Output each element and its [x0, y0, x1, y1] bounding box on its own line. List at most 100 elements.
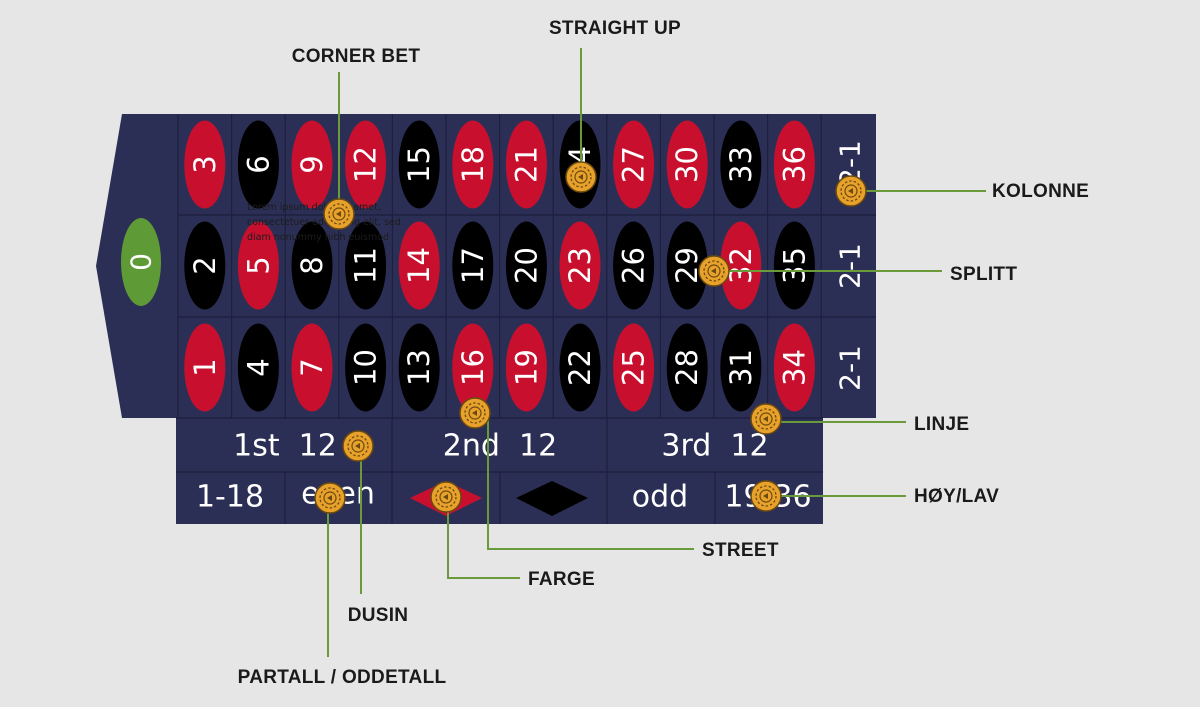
linje-label: LINJE	[914, 414, 969, 435]
farge-line	[447, 497, 520, 579]
number-pockets: 3691215182124273033362581114172023262932…	[184, 120, 815, 412]
street-label: STREET	[702, 540, 779, 561]
pocket-label: 21	[509, 146, 543, 183]
bet-chips	[314, 161, 867, 514]
corner-bet-label: CORNER BET	[292, 46, 421, 67]
pocket-label: 5	[241, 256, 275, 274]
pocket-label: 18	[456, 146, 490, 183]
pocket-label: 13	[402, 349, 436, 386]
chip-splitt	[698, 255, 730, 287]
pocket-label: 33	[724, 146, 758, 183]
pocket-35	[773, 221, 815, 310]
dozens-row: 1st 12 2nd 12 3rd 12	[233, 429, 768, 464]
pocket-label: 36	[777, 146, 811, 183]
pocket-1	[184, 323, 226, 412]
pocket-label: 31	[724, 349, 758, 386]
pocket-10	[345, 323, 387, 412]
pocket-14	[398, 221, 440, 310]
pocket-label: 15	[402, 146, 436, 183]
pocket-label: 11	[349, 247, 383, 284]
pocket-32	[720, 221, 762, 310]
partall-oddetall-label: PARTALL / ODDETALL	[238, 667, 447, 688]
pocket-21	[505, 120, 547, 209]
pocket-label: 20	[509, 247, 543, 284]
pocket-8	[291, 221, 333, 310]
chip-hoy-lav	[750, 480, 782, 512]
pocket-4	[237, 323, 279, 412]
pocket-29	[666, 221, 708, 310]
chip-street	[459, 397, 491, 429]
straight-up-label: STRAIGHT UP	[549, 18, 681, 39]
placeholder-line-2: consectetuer adipiscing elit, sed	[247, 217, 401, 228]
pocket-label: 34	[777, 349, 811, 386]
dozen-second-label: 2nd 12	[443, 429, 557, 464]
column-bet-label-middle: 2-1	[834, 243, 867, 289]
hoy-lav-label: HØY/LAV	[914, 486, 999, 507]
placeholder-text: Lorem ipsum dolor sit amet, consectetuer…	[247, 202, 401, 243]
pocket-label: 35	[777, 247, 811, 284]
pocket-label: 19	[509, 349, 543, 386]
chip-dusin	[342, 430, 374, 462]
pocket-label: 1	[188, 358, 222, 376]
chip-linje	[750, 403, 782, 435]
street-line	[487, 413, 694, 550]
pocket-label: 28	[670, 349, 704, 386]
pocket-label: 32	[724, 247, 758, 284]
pocket-9	[291, 120, 333, 209]
pocket-23	[559, 221, 601, 310]
pocket-label: 12	[349, 146, 383, 183]
pocket-6	[237, 120, 279, 209]
pocket-12	[345, 120, 387, 209]
chip-partall-oddetall	[314, 482, 346, 514]
pocket-label: 4	[241, 358, 275, 376]
zero-pocket	[121, 218, 161, 306]
pocket-7	[291, 323, 333, 412]
placeholder-line-3: diam nonummy nibh euismod	[247, 232, 389, 243]
farge-label: FARGE	[528, 569, 595, 590]
placeholder-line-1: Lorem ipsum dolor sit amet,	[247, 202, 381, 213]
pocket-17	[452, 221, 494, 310]
chip-farge	[430, 481, 462, 513]
pocket-36	[773, 120, 815, 209]
pocket-label: 27	[617, 146, 651, 183]
dozen-first-label: 1st 12	[233, 429, 337, 464]
pocket-label: 30	[670, 146, 704, 183]
dozen-third-label: 3rd 12	[661, 429, 768, 464]
callout-labels: STRAIGHT UP CORNER BET KOLONNE SPLITT LI…	[238, 18, 1089, 688]
pocket-2	[184, 221, 226, 310]
pocket-20	[505, 221, 547, 310]
pocket-28	[666, 323, 708, 412]
pocket-15	[398, 120, 440, 209]
pocket-label: 8	[295, 256, 329, 274]
pocket-label: 16	[456, 349, 490, 386]
odd-bet-label: odd	[632, 480, 688, 515]
black-diamond-icon	[516, 481, 588, 516]
dusin-label: DUSIN	[348, 605, 409, 626]
column-bets: 2-1 2-1 2-1	[834, 140, 867, 391]
pocket-22	[559, 323, 601, 412]
pocket-label: 14	[402, 247, 436, 284]
pocket-label: 22	[563, 349, 597, 386]
pocket-31	[720, 323, 762, 412]
zero-label: 0	[125, 253, 158, 271]
pocket-33	[720, 120, 762, 209]
low-bet-label: 1-18	[196, 480, 264, 515]
pocket-label: 29	[670, 247, 704, 284]
pocket-label: 3	[188, 155, 222, 173]
chip-corner-bet	[323, 198, 355, 230]
pocket-34	[773, 323, 815, 412]
pocket-13	[398, 323, 440, 412]
pocket-label: 26	[617, 247, 651, 284]
pocket-label: 23	[563, 247, 597, 284]
pocket-label: 25	[617, 349, 651, 386]
kolonne-label: KOLONNE	[992, 181, 1089, 202]
pocket-3	[184, 120, 226, 209]
pocket-label: 6	[241, 155, 275, 173]
chip-kolonne	[835, 175, 867, 207]
pocket-11	[345, 221, 387, 310]
pocket-25	[613, 323, 655, 412]
pocket-19	[505, 323, 547, 412]
splitt-label: SPLITT	[950, 264, 1017, 285]
pocket-30	[666, 120, 708, 209]
